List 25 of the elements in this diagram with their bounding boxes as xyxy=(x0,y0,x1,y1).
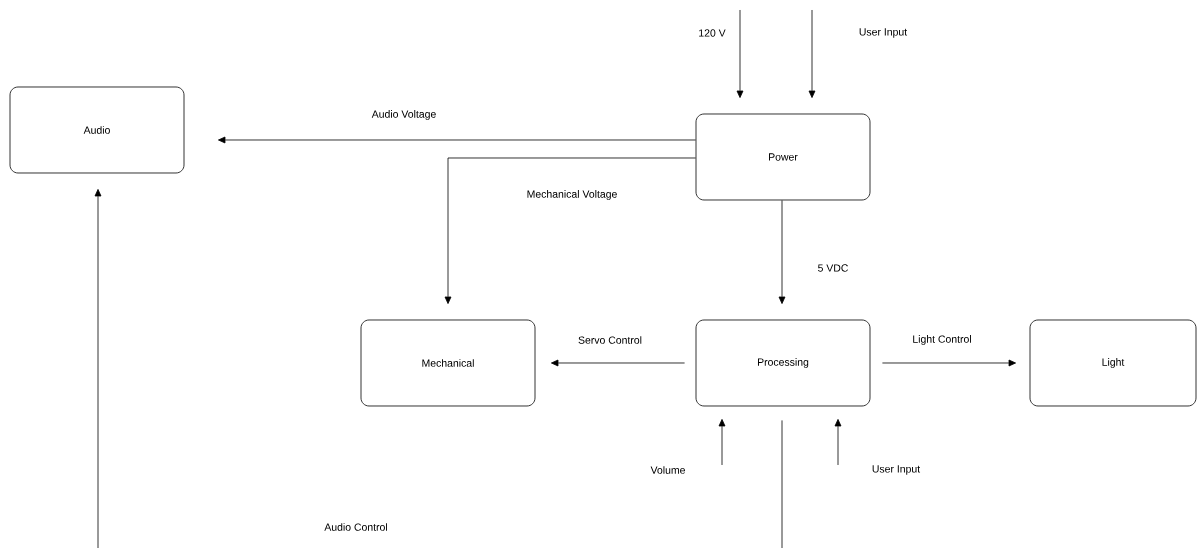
arrow xyxy=(834,419,842,466)
arrow xyxy=(94,189,783,548)
arrow xyxy=(218,136,696,144)
arrow xyxy=(778,200,786,304)
edge-label: Audio Control xyxy=(323,522,389,532)
arrow xyxy=(882,359,1016,367)
edge-label: Audio Voltage xyxy=(370,109,438,121)
edge-label: 120 V xyxy=(697,28,727,38)
arrow xyxy=(718,419,726,466)
block-box: Audio xyxy=(9,86,185,174)
edge-label: Light Control xyxy=(911,334,973,346)
edge-label: Mechanical Voltage xyxy=(525,189,619,201)
block-box: Power xyxy=(695,113,871,201)
edge-label: User Input xyxy=(857,27,909,39)
edge-label: 5 VDC xyxy=(816,263,850,273)
block-box: Light xyxy=(1029,319,1197,407)
block-box: Processing xyxy=(695,319,871,407)
edge-label: Volume xyxy=(649,465,687,475)
arrow xyxy=(808,9,816,98)
edge-label: Servo Control xyxy=(577,335,643,345)
arrow xyxy=(444,157,696,304)
edge-label: User Input xyxy=(870,464,922,476)
arrow xyxy=(551,359,685,367)
block-box: Mechanical xyxy=(360,319,536,407)
arrow xyxy=(736,9,744,98)
